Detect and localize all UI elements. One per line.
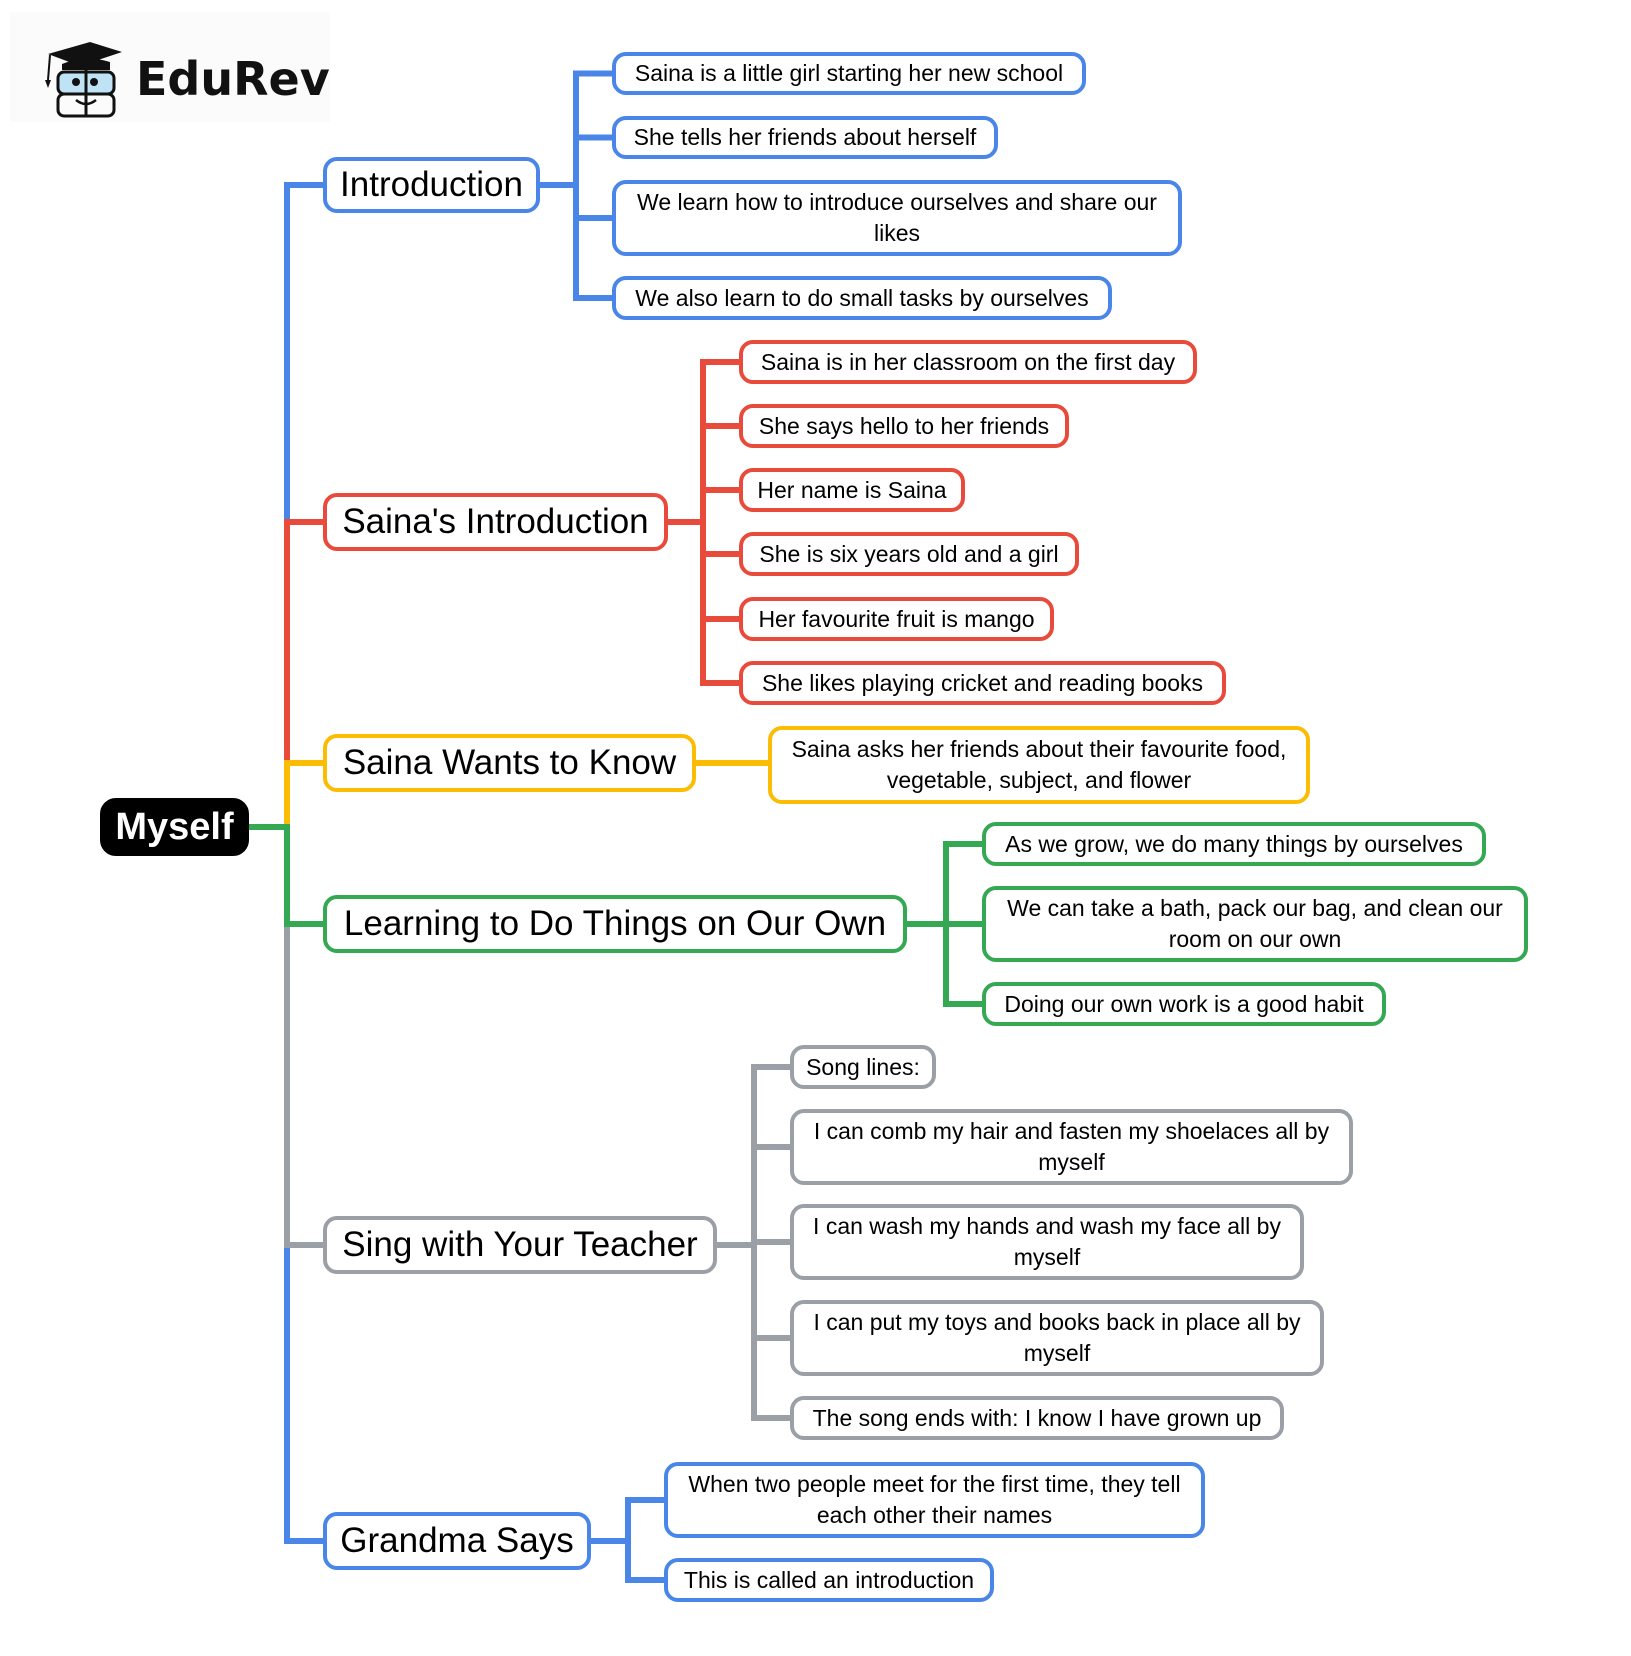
branch-learning-to-do-things-on-our-own[interactable]: Learning to Do Things on Our Own	[323, 895, 907, 953]
leaf-node[interactable]: Her favourite fruit is mango	[739, 597, 1054, 641]
graduate-cap-face-icon	[45, 42, 122, 118]
brand-name: EduRev	[136, 52, 330, 106]
leaf-node[interactable]: I can put my toys and books back in plac…	[790, 1300, 1324, 1376]
leaf-node[interactable]: She is six years old and a girl	[739, 532, 1079, 576]
leaf-node[interactable]: I can wash my hands and wash my face all…	[790, 1204, 1304, 1280]
branch-grandma-says[interactable]: Grandma Says	[323, 1512, 591, 1570]
leaf-node[interactable]: Saina asks her friends about their favou…	[768, 726, 1310, 804]
edurev-logo: EduRev	[10, 12, 330, 122]
leaf-node[interactable]: We also learn to do small tasks by ourse…	[612, 276, 1112, 320]
leaf-node[interactable]: Saina is in her classroom on the first d…	[739, 340, 1197, 384]
leaf-node[interactable]: Her name is Saina	[739, 468, 965, 512]
root-node-myself[interactable]: Myself	[100, 798, 249, 856]
branch-sainas-introduction[interactable]: Saina's Introduction	[323, 493, 668, 551]
leaf-node[interactable]: She says hello to her friends	[739, 404, 1069, 448]
leaf-node[interactable]: Song lines:	[790, 1045, 936, 1089]
leaf-node[interactable]: When two people meet for the first time,…	[664, 1462, 1205, 1538]
leaf-node[interactable]: As we grow, we do many things by ourselv…	[982, 822, 1486, 866]
leaf-node[interactable]: I can comb my hair and fasten my shoelac…	[790, 1109, 1353, 1185]
leaf-node[interactable]: The song ends with: I know I have grown …	[790, 1396, 1284, 1440]
branch-introduction[interactable]: Introduction	[323, 157, 540, 213]
leaf-node[interactable]: Saina is a little girl starting her new …	[612, 52, 1086, 95]
leaf-node[interactable]: We learn how to introduce ourselves and …	[612, 180, 1182, 256]
leaf-node[interactable]: We can take a bath, pack our bag, and cl…	[982, 886, 1528, 962]
leaf-node[interactable]: She tells her friends about herself	[612, 116, 998, 159]
branch-sing-with-your-teacher[interactable]: Sing with Your Teacher	[323, 1216, 717, 1274]
leaf-node[interactable]: She likes playing cricket and reading bo…	[739, 661, 1226, 705]
leaf-node[interactable]: Doing our own work is a good habit	[982, 982, 1386, 1026]
leaf-node[interactable]: This is called an introduction	[664, 1558, 994, 1602]
branch-saina-wants-to-know[interactable]: Saina Wants to Know	[323, 734, 696, 792]
